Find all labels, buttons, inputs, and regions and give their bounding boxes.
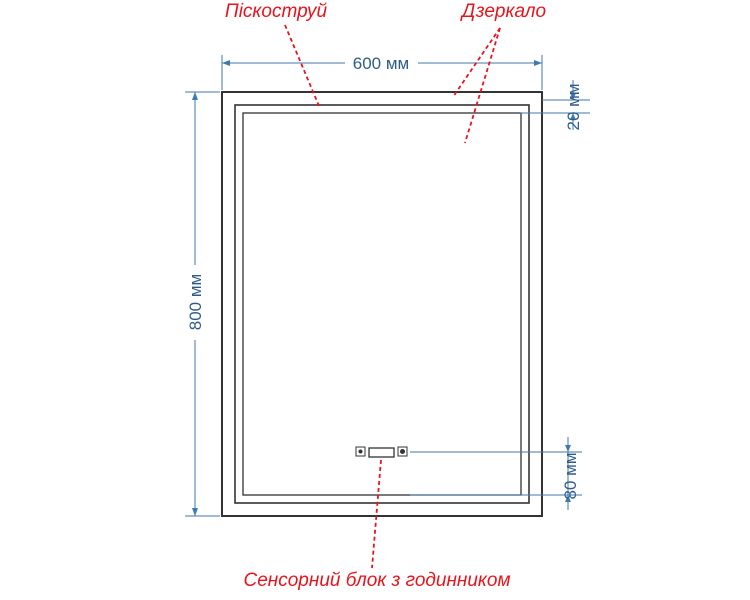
frame-offset-dimension (520, 80, 590, 130)
mirror-outer-frame (221, 91, 543, 517)
height-dimension (185, 91, 220, 517)
width-label: 600 мм (353, 54, 409, 73)
mirror-label: Дзеркало (460, 1, 546, 22)
unit-offset-label: 80 мм (561, 452, 580, 499)
mirror-leader-2 (464, 27, 501, 144)
mirror-sandblast-band-inner (242, 112, 522, 496)
frame-offset-label: 20 мм (564, 83, 583, 130)
gear-icon (397, 446, 408, 457)
sun-icon (355, 446, 366, 457)
clock-display-icon (368, 447, 395, 458)
touch-unit (355, 446, 408, 458)
sandblast-leader (284, 24, 320, 107)
touch-unit-leader (371, 459, 382, 569)
unit-offset-dimension (410, 437, 582, 510)
height-label: 800 мм (186, 274, 205, 330)
width-dimension (221, 55, 543, 90)
mirror-sandblast-band-outer (234, 104, 530, 504)
sandblast-label: Піскоструй (225, 1, 328, 22)
touch-unit-label: Сенсорний блок з годинником (244, 570, 511, 591)
